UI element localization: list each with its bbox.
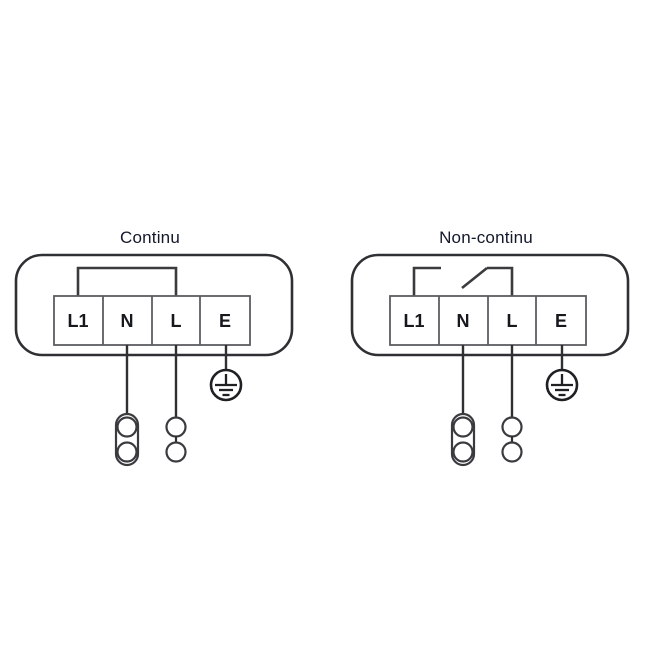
lead-live-continu [165, 345, 187, 463]
lead-dot-neutral-bottom [116, 441, 138, 463]
earth-ground-non-continu [545, 345, 579, 402]
terminal-label-n: N [121, 311, 134, 331]
continuous-link-jumper [76, 266, 178, 296]
lead-dot-live-bottom [165, 441, 187, 463]
panel-title-non-continu: Non-continu [439, 228, 533, 247]
terminal-label-e: E [219, 311, 231, 331]
terminal-label-l: L [171, 311, 182, 331]
switch-blade [461, 266, 488, 290]
lead-dot-neutral-bottom [452, 441, 474, 463]
terminal-label-n: N [457, 311, 470, 331]
terminal-block-non-continu: L1 N L E [389, 295, 587, 346]
panel-non-continu: Non-continu L1 N L E [350, 228, 630, 467]
lead-dot-live-top [501, 416, 523, 438]
panel-title-continu: Continu [120, 228, 180, 247]
lead-dot-neutral-top [116, 416, 138, 438]
lead-neutral-continu [114, 345, 140, 467]
terminal-label-l1: L1 [67, 311, 88, 331]
terminal-block-continu: L1 N L E [53, 295, 251, 346]
lead-neutral-non-continu [450, 345, 476, 467]
lead-dot-live-bottom [501, 441, 523, 463]
panel-continu: Continu L1 N L E [14, 228, 294, 467]
terminal-label-e: E [555, 311, 567, 331]
lead-dot-neutral-top [452, 416, 474, 438]
earth-ground-continu [209, 345, 243, 402]
lead-dot-live-top [165, 416, 187, 438]
lead-live-non-continu [501, 345, 523, 463]
terminal-label-l1: L1 [403, 311, 424, 331]
non-continuous-link-switch [412, 266, 514, 296]
terminal-label-l: L [507, 311, 518, 331]
